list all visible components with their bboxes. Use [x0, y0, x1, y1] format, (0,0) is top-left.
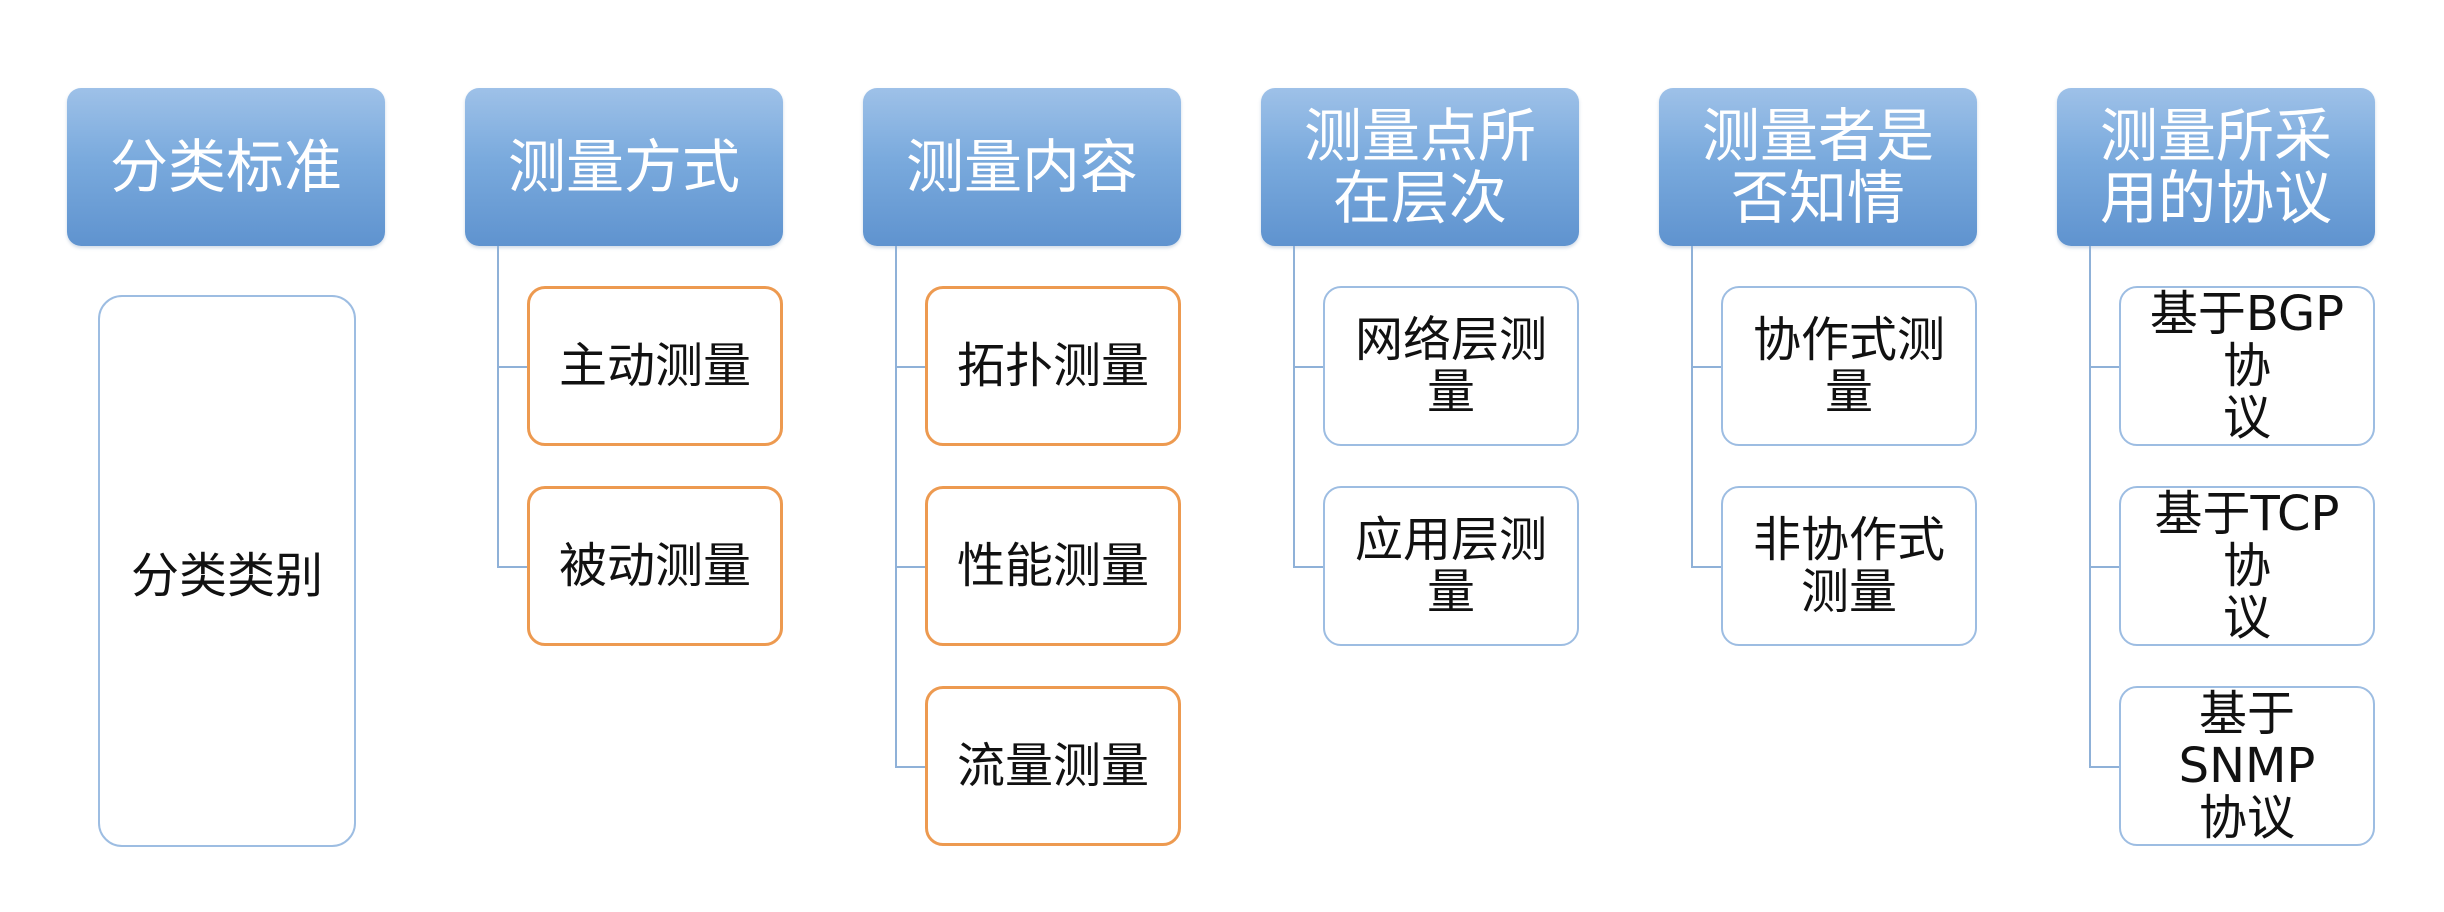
connector-trunk [895, 246, 897, 766]
header-measurement-layer: 测量点所 在层次 [1261, 88, 1579, 246]
header-label: 测量所采 用的协议 [2099, 102, 2332, 232]
connector-trunk [497, 246, 499, 566]
header-measurement-protocol: 测量所采 用的协议 [2057, 88, 2375, 246]
node-label: 流量测量 [956, 738, 1149, 794]
node-cooperative-measurement: 协作式测 量 [1721, 286, 1977, 446]
node-tcp-protocol: 基于TCP协 议 [2119, 486, 2375, 646]
header-measurer-awareness: 测量者是 否知情 [1659, 88, 1977, 246]
connector-branch [895, 766, 925, 768]
node-label: 非协作式 测量 [1752, 512, 1945, 620]
header-measurement-content: 测量内容 [863, 88, 1181, 246]
node-active-measurement: 主动测量 [527, 286, 783, 446]
connector-branch [2089, 766, 2119, 768]
node-label: 分类类别 [130, 548, 323, 604]
connector-branch [1691, 566, 1721, 568]
node-label: 基于BGP协 议 [2149, 286, 2345, 446]
header-label: 测量者是 否知情 [1701, 102, 1934, 232]
connector-trunk [1691, 246, 1693, 566]
header-label: 测量点所 在层次 [1303, 102, 1536, 232]
header-measurement-method: 测量方式 [465, 88, 783, 246]
connector-branch [2089, 366, 2119, 368]
node-performance-measurement: 性能测量 [925, 486, 1181, 646]
node-bgp-protocol: 基于BGP协 议 [2119, 286, 2375, 446]
connector-branch [497, 366, 527, 368]
connector-branch [2089, 566, 2119, 568]
header-label: 分类标准 [109, 133, 342, 201]
node-traffic-measurement: 流量测量 [925, 686, 1181, 846]
node-label: 性能测量 [956, 538, 1149, 594]
node-label: 协作式测 量 [1752, 312, 1945, 420]
node-network-layer-measurement: 网络层测 量 [1323, 286, 1579, 446]
header-label: 测量方式 [507, 133, 740, 201]
header-classification-standard: 分类标准 [67, 88, 385, 246]
connector-branch [1293, 566, 1323, 568]
node-label: 拓扑测量 [956, 338, 1149, 394]
node-label: 基于TCP协 议 [2154, 486, 2340, 646]
node-label: 应用层测 量 [1354, 512, 1547, 620]
node-snmp-protocol: 基于SNMP 协议 [2119, 686, 2375, 846]
node-label: 网络层测 量 [1354, 312, 1547, 420]
connector-trunk [2089, 246, 2091, 766]
node-passive-measurement: 被动测量 [527, 486, 783, 646]
node-topology-measurement: 拓扑测量 [925, 286, 1181, 446]
node-label: 被动测量 [558, 538, 751, 594]
node-non-cooperative-measurement: 非协作式 测量 [1721, 486, 1977, 646]
node-label: 基于SNMP 协议 [2178, 686, 2316, 846]
connector-branch [895, 366, 925, 368]
connector-branch [895, 566, 925, 568]
connector-branch [1293, 366, 1323, 368]
connector-branch [1691, 366, 1721, 368]
node-application-layer-measurement: 应用层测 量 [1323, 486, 1579, 646]
node-label: 主动测量 [558, 338, 751, 394]
header-label: 测量内容 [905, 133, 1138, 201]
connector-trunk [1293, 246, 1295, 566]
node-classification-category: 分类类别 [98, 295, 356, 847]
connector-branch [497, 566, 527, 568]
